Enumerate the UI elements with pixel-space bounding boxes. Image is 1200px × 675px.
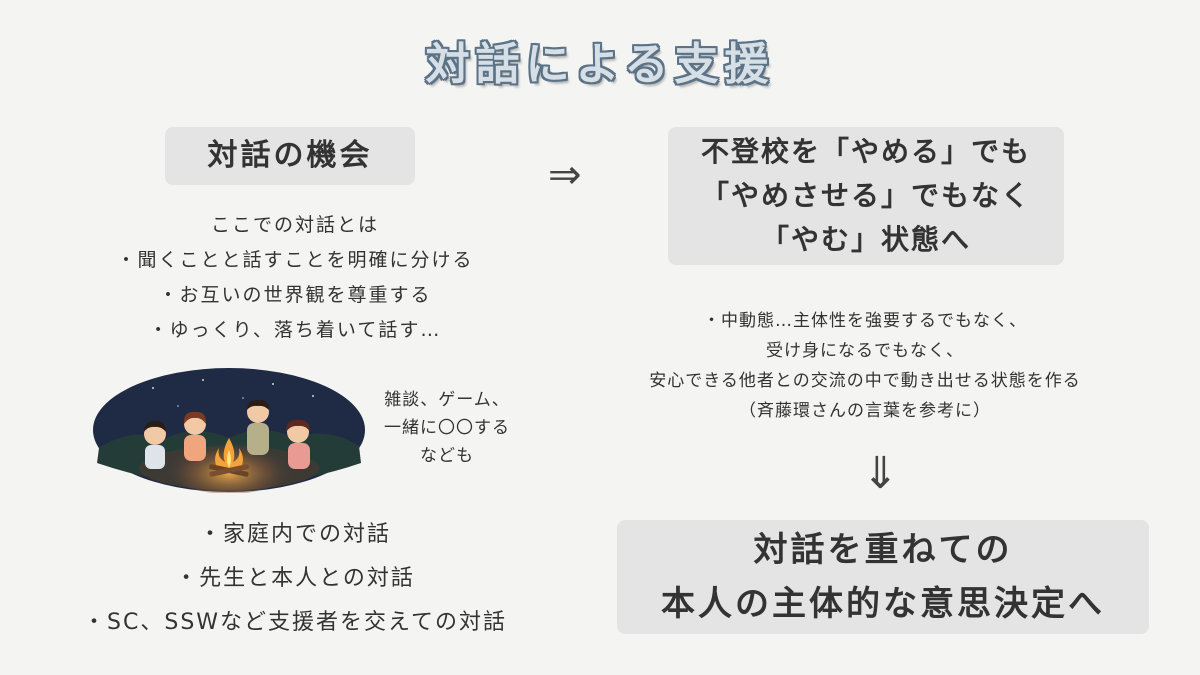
campfire-illustration (93, 368, 365, 493)
dialogue-definition: ここでの対話とは ・聞くことと話すことを明確に分ける ・お互いの世界観を尊重する… (60, 208, 530, 348)
side-note-line: なども (420, 446, 474, 466)
conclusion-box: 対話を重ねての 本人の主体的な意思決定へ (617, 520, 1149, 634)
right-arrow-icon: ⇒ (548, 152, 582, 198)
dialogue-definition-line: ・お互いの世界観を尊重する (158, 284, 432, 306)
dialogue-definition-line: ・ゆっくり、落ち着いて話す… (148, 319, 442, 341)
list-item: ・SC、SSWなど支援者を交えての対話 (83, 610, 507, 635)
goal-state-line: 「やめさせる」でもなく (700, 179, 1031, 212)
description-line: 受け身になるでもなく、 (766, 341, 964, 361)
description-line: ・中動態…主体性を強要するでもなく、 (703, 311, 1027, 331)
list-item: ・家庭内での対話 (198, 522, 391, 547)
dialogue-contexts-list: ・家庭内での対話 ・先生と本人との対話 ・SC、SSWなど支援者を交えての対話 (20, 513, 570, 645)
conclusion-line: 対話を重ねての (753, 530, 1013, 570)
conclusion-line: 本人の主体的な意思決定へ (661, 584, 1105, 624)
dialogue-definition-line: ここでの対話とは (210, 214, 379, 236)
goal-state-box: 不登校を「やめる」でも 「やめさせる」でもなく 「やむ」状態へ (668, 127, 1064, 265)
dialogue-definition-line: ・聞くことと話すことを明確に分ける (116, 249, 474, 271)
goal-state-line: 「やむ」状態へ (760, 223, 971, 256)
middle-voice-description: ・中動態…主体性を強要するでもなく、 受け身になるでもなく、 安心できる他者との… (590, 306, 1140, 426)
list-item: ・先生と本人との対話 (175, 566, 415, 591)
down-arrow-icon: ⇓ (862, 448, 899, 499)
description-line: （斉藤環さんの言葉を参考に） (739, 401, 991, 421)
side-note-line: 一緒に〇〇する (384, 418, 510, 438)
side-note-line: 雑談、ゲーム、 (384, 390, 510, 410)
dialogue-opportunity-heading: 対話の機会 (165, 127, 415, 185)
description-line: 安心できる他者との交流の中で動き出せる状態を作る (649, 371, 1081, 391)
side-note: 雑談、ゲーム、 一緒に〇〇する なども (372, 386, 522, 470)
goal-state-line: 不登校を「やめる」でも (700, 135, 1031, 168)
slide-title: 対話による支援 (425, 39, 775, 90)
